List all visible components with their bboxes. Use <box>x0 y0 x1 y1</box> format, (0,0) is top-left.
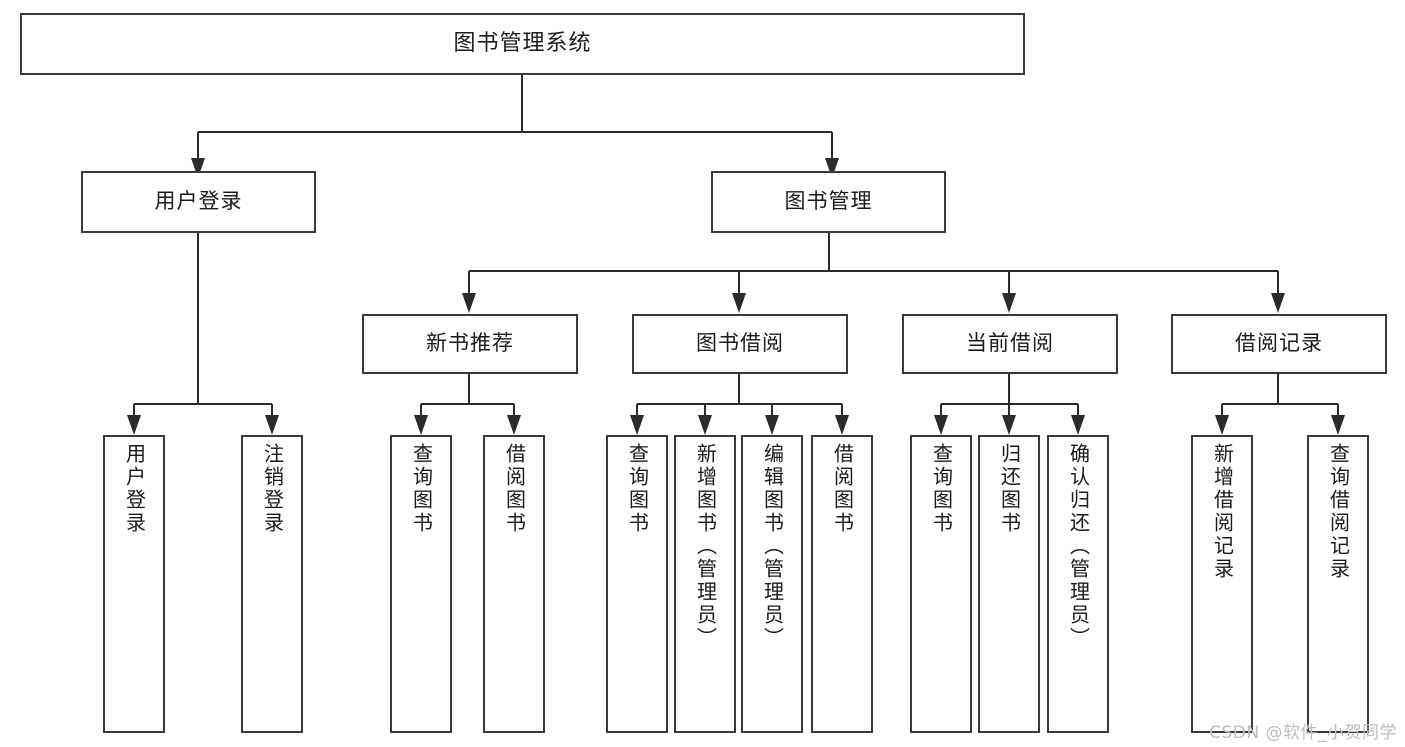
node-leaf-query-book-borrow-label: 查询图书 <box>625 443 650 535</box>
node-root[interactable]: 图书管理系统 <box>20 13 1025 75</box>
node-leaf-user-login[interactable]: 用户登录 <box>103 435 165 733</box>
node-book-borrow-label: 图书借阅 <box>696 331 784 356</box>
node-leaf-logout[interactable]: 注销登录 <box>241 435 303 733</box>
node-leaf-query-book-borrow[interactable]: 查询图书 <box>606 435 668 733</box>
node-user-login[interactable]: 用户登录 <box>81 171 316 233</box>
node-root-label: 图书管理系统 <box>453 30 592 56</box>
node-leaf-logout-label: 注销登录 <box>260 443 285 535</box>
node-book-borrow[interactable]: 图书借阅 <box>632 314 848 374</box>
node-leaf-add-record-label: 新增借阅记录 <box>1210 443 1235 581</box>
node-new-book-recommend-label: 新书推荐 <box>426 331 514 356</box>
node-leaf-return-book[interactable]: 归还图书 <box>978 435 1040 733</box>
node-leaf-query-book-current[interactable]: 查询图书 <box>910 435 972 733</box>
node-leaf-query-book-rec[interactable]: 查询图书 <box>390 435 452 733</box>
node-leaf-borrow-book-rec[interactable]: 借阅图书 <box>483 435 545 733</box>
node-leaf-edit-book-label: 编辑图书（管理员） <box>760 443 785 650</box>
node-leaf-return-book-label: 归还图书 <box>997 443 1022 535</box>
node-leaf-add-book[interactable]: 新增图书（管理员） <box>674 435 736 733</box>
node-leaf-edit-book[interactable]: 编辑图书（管理员） <box>741 435 803 733</box>
node-leaf-query-book-current-label: 查询图书 <box>929 443 954 535</box>
node-user-login-label: 用户登录 <box>154 189 243 214</box>
node-leaf-query-record-label: 查询借阅记录 <box>1326 443 1351 581</box>
node-new-book-recommend[interactable]: 新书推荐 <box>362 314 578 374</box>
node-borrow-record-label: 借阅记录 <box>1235 331 1323 356</box>
watermark: CSDN @软件_小贺同学 <box>1209 723 1397 743</box>
node-book-management-label: 图书管理 <box>784 189 873 214</box>
node-book-management[interactable]: 图书管理 <box>711 171 946 233</box>
node-current-borrow-label: 当前借阅 <box>966 331 1054 356</box>
node-leaf-confirm-return-label: 确认归还（管理员） <box>1066 443 1091 650</box>
node-leaf-borrow-book-label: 借阅图书 <box>830 443 855 535</box>
node-leaf-add-record[interactable]: 新增借阅记录 <box>1191 435 1253 733</box>
node-leaf-query-book-rec-label: 查询图书 <box>409 443 434 535</box>
node-leaf-query-record[interactable]: 查询借阅记录 <box>1307 435 1369 733</box>
node-borrow-record[interactable]: 借阅记录 <box>1171 314 1387 374</box>
node-leaf-confirm-return[interactable]: 确认归还（管理员） <box>1047 435 1109 733</box>
node-leaf-borrow-book[interactable]: 借阅图书 <box>811 435 873 733</box>
node-leaf-borrow-book-rec-label: 借阅图书 <box>502 443 527 535</box>
node-leaf-add-book-label: 新增图书（管理员） <box>693 443 718 650</box>
node-leaf-user-login-label: 用户登录 <box>122 443 147 535</box>
node-current-borrow[interactable]: 当前借阅 <box>902 314 1118 374</box>
